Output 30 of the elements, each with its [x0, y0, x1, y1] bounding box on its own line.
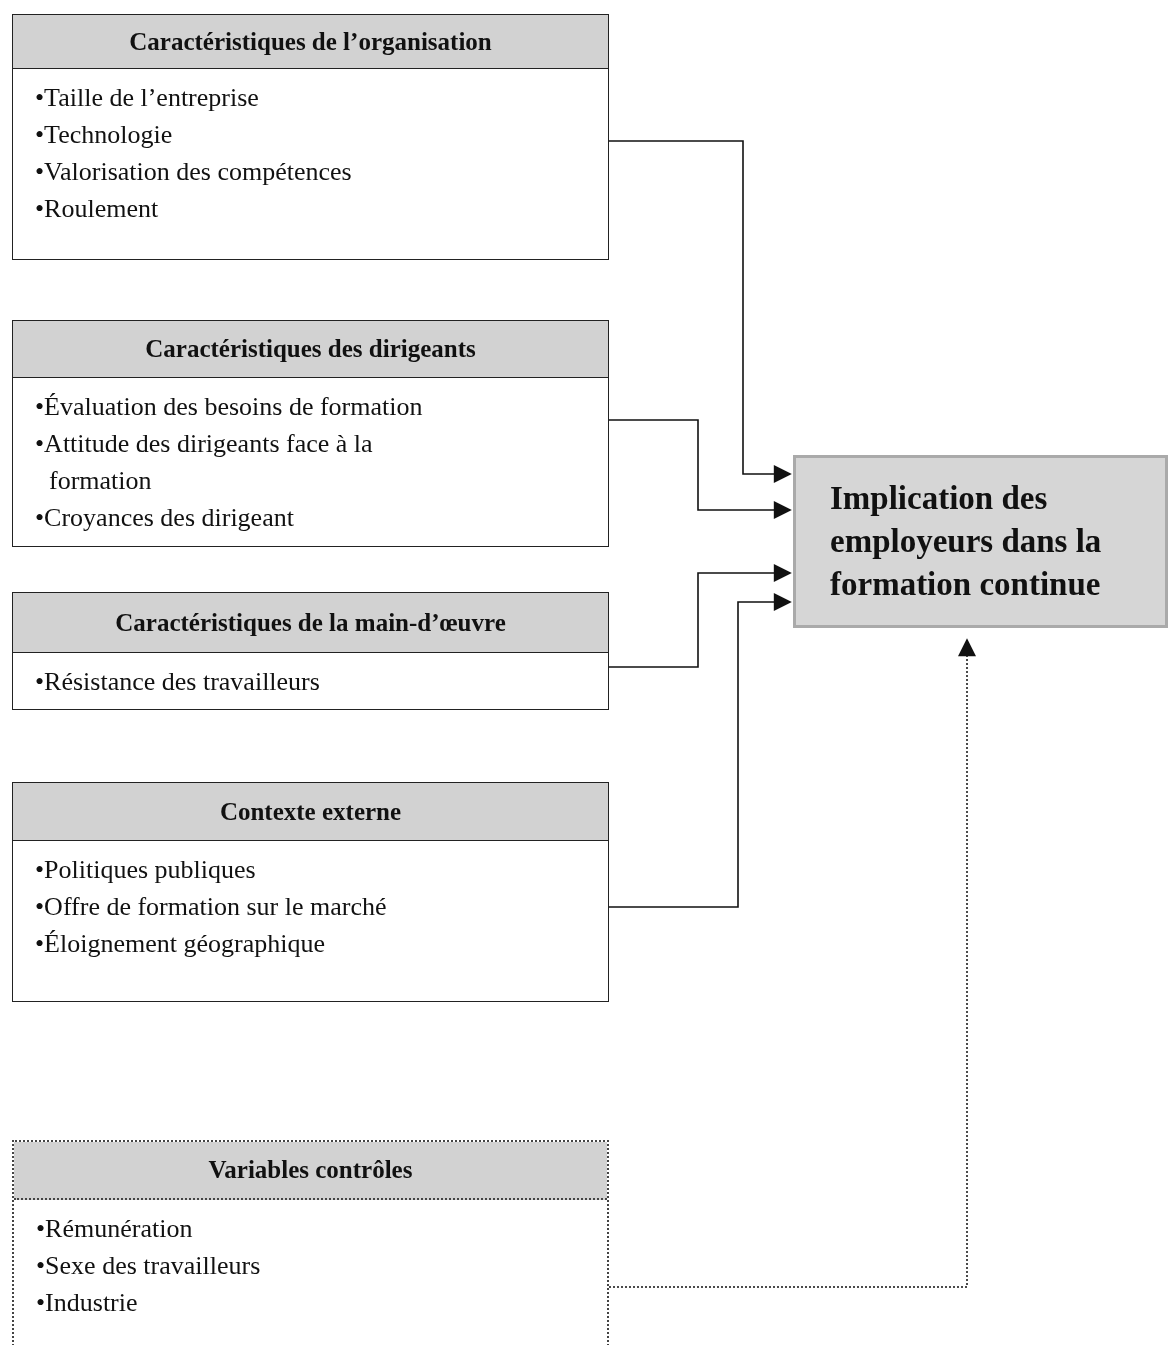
bullet-item: •Évaluation des besoins de formation — [34, 391, 424, 423]
box-heading: Caractéristiques des dirigeants — [13, 321, 608, 378]
connector-arrow — [608, 593, 792, 908]
bullet-item: •Technologie — [34, 119, 174, 151]
factor-box — [12, 782, 609, 1002]
connector-arrow — [608, 419, 792, 519]
outcome-box — [793, 455, 1168, 628]
bullet-item: •Résistance des travailleurs — [34, 666, 321, 698]
factor-box — [12, 14, 609, 260]
bullet-item: •Industrie — [35, 1287, 139, 1319]
bullet-item: •Offre de formation sur le marché — [34, 891, 388, 923]
box-heading: Caractéristiques de l’organisation — [13, 15, 608, 69]
bullet-item: •Politiques publiques — [34, 854, 257, 886]
box-heading: Variables contrôles — [14, 1142, 607, 1200]
bullet-item: •Sexe des travailleurs — [35, 1250, 262, 1282]
bullet-item: •Croyances des dirigeant — [34, 502, 295, 534]
bullet-item: •Rémunération — [35, 1213, 194, 1245]
factor-box — [12, 320, 609, 547]
bullet-item: •Roulement — [34, 193, 160, 225]
box-heading: Contexte externe — [13, 783, 608, 841]
box-heading: Caractéristiques de la main-d’œuvre — [13, 593, 608, 653]
factor-box — [12, 592, 609, 710]
connector-arrow — [608, 140, 792, 483]
bullet-item: •Valorisation des compétences — [34, 156, 353, 188]
bullet-item: •Taille de l’entreprise — [34, 82, 260, 114]
bullet-item: •Attitude des dirigeants face à la formation — [34, 428, 374, 497]
connector-arrow — [608, 564, 792, 668]
factor-box — [12, 1140, 609, 1345]
bullet-item: •Éloignement géographique — [34, 928, 326, 960]
outcome-text: Implication des employeurs dans la formation continue — [830, 479, 1103, 604]
